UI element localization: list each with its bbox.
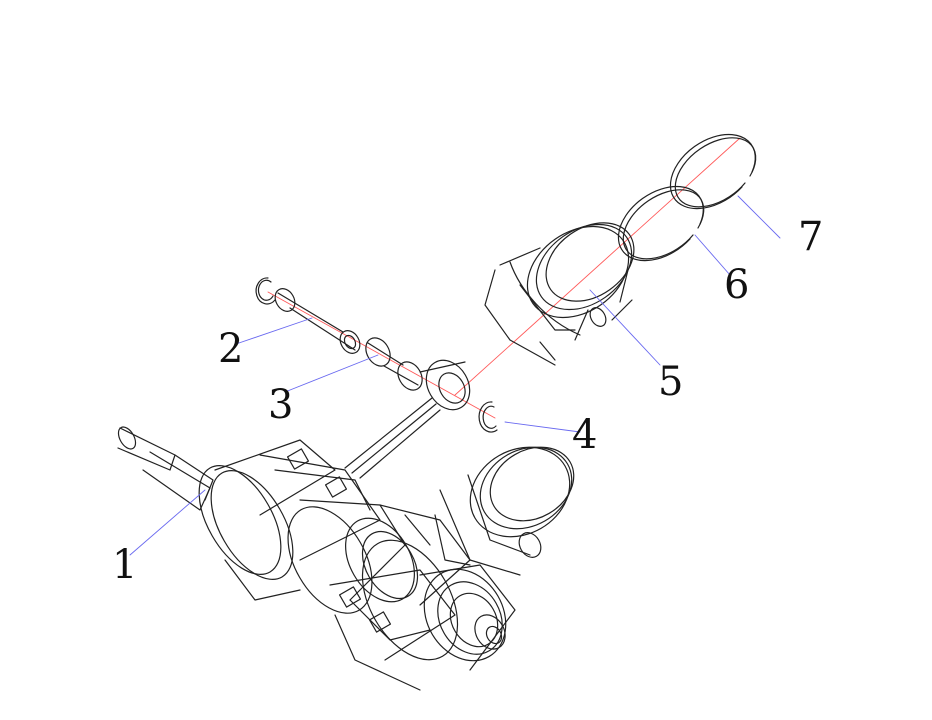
leader-5 [589,289,661,366]
callout-4: 4 [572,412,597,458]
piston-part [484,222,635,366]
assembly-axis [267,137,741,419]
callout-2: 2 [218,326,243,372]
leader-lines [129,195,781,556]
needle-bearing-part [365,337,423,391]
leader-7 [737,195,781,239]
connecting-rod-part [344,359,471,479]
callout-7: 7 [798,214,823,260]
crankshaft-part [117,426,516,691]
piston-ring-upper-part [669,133,757,210]
circlip-left [255,277,276,305]
callout-1: 1 [112,542,137,588]
leader-3 [284,354,379,393]
leader-6 [694,234,731,276]
piston-pin-part [274,288,361,354]
leader-2 [235,317,313,345]
assembled-piston [434,446,575,576]
circlip-part [478,401,498,433]
piston-ring-lower-part [617,185,705,262]
callout-labels: 1 2 3 4 5 6 7 [112,214,823,588]
callout-6: 6 [724,262,749,308]
leader-4 [504,421,581,433]
callout-3: 3 [268,382,293,428]
leader-1 [129,489,206,556]
callout-5: 5 [658,359,683,405]
